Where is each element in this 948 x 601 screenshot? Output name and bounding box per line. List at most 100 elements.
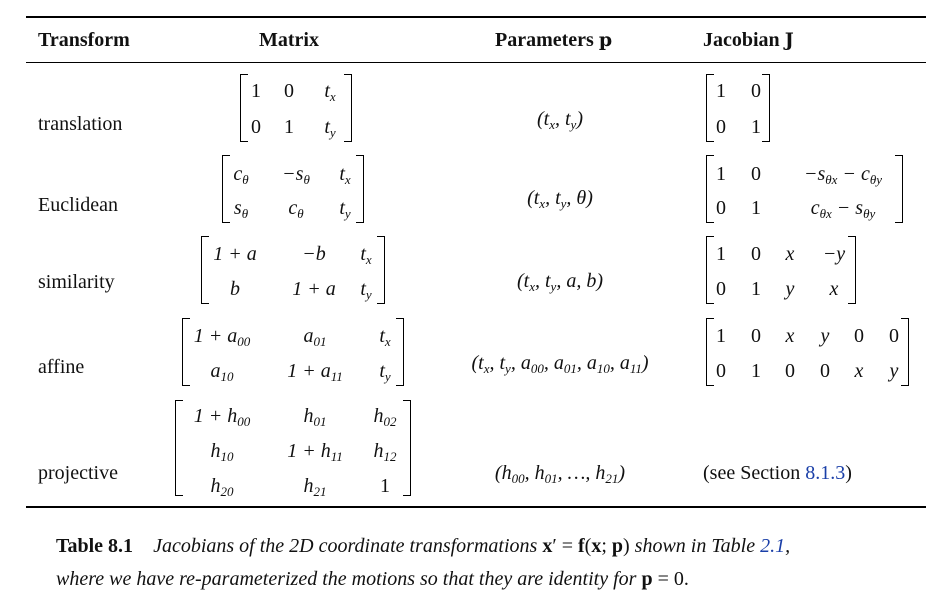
caption-formula: x′ = f(x; p) [542, 535, 630, 557]
bracket-left [706, 236, 714, 304]
matrix-cell: h02 [373, 405, 397, 429]
matrix-cell: cθ [288, 197, 304, 221]
bracket-left [706, 74, 714, 142]
params-euclidean: (tx, ty, θ) [527, 187, 593, 211]
matrix-cell: 0 [284, 80, 294, 102]
caption-table-link[interactable]: 2.1 [760, 535, 786, 557]
jacobian-cell: y [785, 278, 795, 300]
row-label-affine: affine [38, 356, 85, 378]
matrix-cell: 1 + a [213, 243, 257, 265]
matrix-cell: a10 [210, 360, 234, 384]
matrix-cell: 1 + a00 [193, 325, 251, 349]
jacobian-cell: 1 [716, 163, 726, 185]
jacobian-cell: 0 [751, 163, 761, 185]
bracket-left [222, 155, 230, 223]
matrix-euclidean: cθ −sθ tx sθ cθ ty [222, 155, 364, 223]
matrix-cell: −sθ [282, 163, 310, 187]
caption-text-2: shown in Table [634, 535, 756, 557]
matrix-cell: 1 + h00 [193, 405, 251, 429]
jacobian-cell: x [785, 325, 795, 347]
matrix-cell: sθ [233, 197, 249, 221]
row-label-euclidean: Euclidean [38, 194, 118, 216]
bracket-left [201, 236, 209, 304]
matrix-cell: 1 [380, 475, 390, 497]
jacobian-cell: 0 [751, 325, 761, 347]
bracket-right [356, 155, 364, 223]
bracket-right [901, 318, 909, 386]
matrix-cell: ty [360, 278, 372, 302]
jacobian-cell: x [854, 360, 864, 382]
matrix-projective: 1 + h00 h01 h02 h10 1 + h11 h12 h20 h21 1 [175, 400, 411, 499]
matrix-cell: ty [339, 197, 351, 221]
table-top-rule [26, 16, 926, 18]
bracket-right [762, 74, 770, 142]
matrix-cell: 0 [251, 116, 261, 138]
bracket-left [706, 318, 714, 386]
header-transform: Transform [38, 29, 130, 51]
bracket-left [240, 74, 248, 142]
jacobian-projective-note: (see Section 8.1.3) [703, 462, 852, 485]
row-label-similarity: similarity [38, 271, 115, 293]
header-parameters-symbol: p [598, 29, 613, 51]
matrix-cell: ty [324, 116, 336, 140]
matrix-cell: 1 [251, 80, 261, 102]
caption-formula-end: p = 0. [641, 568, 689, 590]
header-matrix: Matrix [259, 29, 319, 51]
matrix-cell: tx [339, 163, 351, 187]
jacobian-note-close: ) [845, 462, 852, 484]
matrix-cell: b [230, 278, 240, 300]
bracket-left [706, 155, 714, 223]
params-translation: (tx, ty) [536, 108, 584, 132]
matrix-cell: a01 [303, 325, 327, 349]
jacobian-cell: 1 [751, 278, 761, 300]
jacobian-note-text: (see Section [703, 462, 801, 484]
jacobian-cell: y [820, 325, 830, 347]
caption-line-2: where we have re-parameterized the motio… [56, 563, 790, 596]
jacobian-cell: 0 [751, 80, 761, 102]
jacobian-cell: 0 [854, 325, 864, 347]
matrix-cell: tx [324, 80, 336, 104]
jacobian-cell: −y [822, 243, 846, 265]
matrix-affine: 1 + a00 a01 tx a10 1 + a11 ty [182, 318, 404, 386]
section-link[interactable]: 8.1.3 [805, 462, 846, 484]
matrix-cell: 1 [284, 116, 294, 138]
jacobian-cell: 0 [716, 360, 726, 382]
matrix-cell: tx [379, 325, 391, 349]
jacobian-cell: 1 [751, 360, 761, 382]
matrix-cell: tx [360, 243, 372, 267]
matrix-cell: h20 [210, 475, 234, 499]
matrix-cell: cθ [233, 163, 249, 187]
matrix-cell: ty [379, 360, 391, 384]
table-caption: Table 8.1 Jacobians of the 2D coordinate… [56, 530, 790, 596]
matrix-cell: h10 [210, 440, 234, 464]
jacobian-cell: 1 [716, 80, 726, 102]
jacobian-cell: x [829, 278, 839, 300]
caption-line-1: Table 8.1 Jacobians of the 2D coordinate… [56, 530, 790, 563]
jacobian-cell: 0 [785, 360, 795, 382]
bracket-right [848, 236, 856, 304]
caption-text-3: , [785, 535, 791, 557]
matrix-cell: 1 + h11 [287, 440, 343, 464]
caption-line2-text: where we have re-parameterized the motio… [56, 568, 637, 590]
matrix-cell: 1 + a [292, 278, 336, 300]
matrix-cell: h21 [303, 475, 327, 499]
jacobian-cell: 1 [716, 325, 726, 347]
bracket-left [182, 318, 190, 386]
row-label-projective: projective [38, 462, 118, 484]
jacobian-cell: x [785, 243, 795, 265]
bracket-right [403, 400, 411, 496]
jacobian-cell: y [889, 360, 899, 382]
matrix-cell: h12 [373, 440, 397, 464]
matrix-translation: 1 0 tx 0 1 ty [240, 74, 352, 142]
jacobian-cell: 1 [751, 197, 761, 219]
matrix-cell: 1 + a11 [287, 360, 343, 384]
jacobian-cell: 0 [716, 278, 726, 300]
bracket-right [895, 155, 903, 223]
matrix-cell: h01 [303, 405, 327, 429]
bracket-right [396, 318, 404, 386]
header-parameters: Parameters p [495, 29, 612, 52]
